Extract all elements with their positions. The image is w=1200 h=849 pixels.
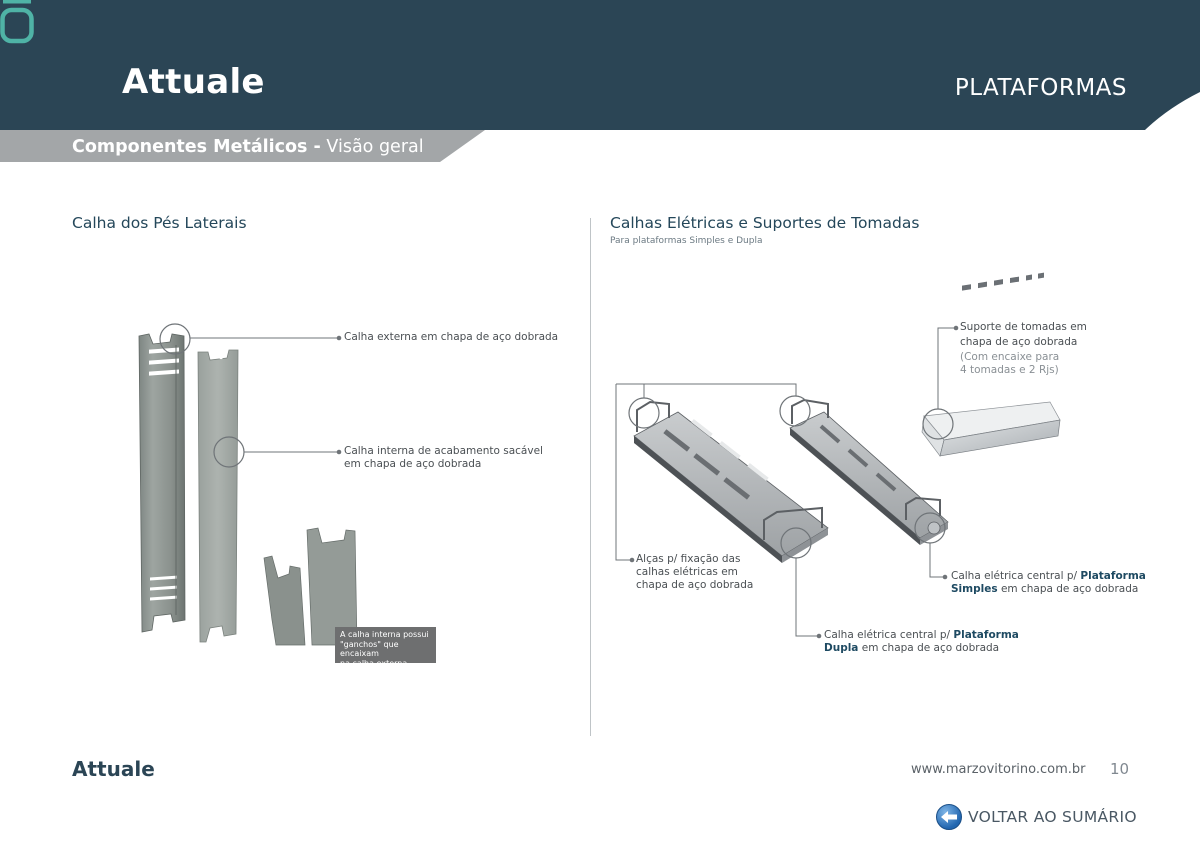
arrow-left-icon: [936, 804, 962, 830]
hook-detail-illustration: [263, 503, 358, 646]
callout-socket-support: Suporte de tomadas em chapa de aço dobra…: [960, 321, 1087, 377]
right-column-title: Calhas Elétricas e Suportes de Tomadas: [610, 214, 920, 232]
page-subtitle: Componentes Metálicos - Visão geral: [72, 137, 424, 157]
double-pre: Calha elétrica central p/: [824, 629, 951, 641]
socket-line-1: Suporte de tomadas em: [960, 321, 1087, 333]
simple-tray-illustration: [789, 398, 949, 545]
socket-line-2: chapa de aço dobrada: [960, 336, 1078, 348]
double-highlight-2: Dupla: [824, 642, 859, 654]
callout-inner-line-1: Calha interna de acabamento sacável: [344, 445, 543, 457]
note-line-1: A calha interna possui: [340, 630, 429, 639]
note-line-3: na calha externa .: [340, 658, 413, 668]
double-tray-illustration: [633, 400, 829, 563]
simple-pre: Calha elétrica central p/: [951, 570, 1078, 582]
simple-highlight-2: Simples: [951, 583, 998, 595]
double-post: em chapa de aço dobrada: [861, 642, 1000, 654]
socket-line-3: (Com encaixe para: [960, 351, 1060, 363]
simple-highlight-1: Plataforma: [1080, 570, 1146, 582]
page-header: Attuale PLATAFORMAS Componentes Metálico…: [0, 0, 1200, 162]
subtitle-light: Visão geral: [326, 137, 424, 157]
inner-channel-illustration: [197, 349, 239, 643]
column-divider: [590, 218, 591, 736]
handles-line-1: Alças p/ fixação das: [636, 553, 741, 565]
double-highlight-1: Plataforma: [953, 629, 1019, 641]
footer-url[interactable]: www.marzovitorino.com.br: [911, 762, 1086, 777]
note-line-2: "ganchos" que encaixam: [340, 639, 399, 659]
page-number: 10: [1110, 760, 1130, 778]
hook-note: A calha interna possui "ganchos" que enc…: [335, 627, 436, 668]
header-background: [0, 0, 1200, 162]
attuale-logo-icon: [0, 0, 34, 44]
handles-line-2: calhas elétricas em: [636, 566, 738, 578]
socket-line-4: 4 tomadas e 2 Rjs): [960, 364, 1059, 376]
outer-channel-illustration: [138, 333, 186, 633]
handles-line-3: chapa de aço dobrada: [636, 579, 754, 591]
simple-post: em chapa de aço dobrada: [1000, 583, 1139, 595]
section-title: PLATAFORMAS: [954, 75, 1127, 101]
callout-inner-channel: Calha interna de acabamento sacável em c…: [344, 445, 543, 471]
callout-handles: Alças p/ fixação das calhas elétricas em…: [636, 553, 753, 592]
callout-outer-text: Calha externa em chapa de aço dobrada: [344, 331, 559, 343]
socket-support-illustration: [921, 272, 1061, 457]
callout-double-tray: Calha elétrica central p/ Plataforma Dup…: [824, 629, 1019, 655]
back-to-summary-button[interactable]: VOLTAR AO SUMÁRIO: [936, 803, 1137, 831]
brand-name: Attuale: [122, 62, 265, 102]
callout-simple-tray: Calha elétrica central p/ Plataforma Sim…: [951, 570, 1146, 596]
callout-outer-channel: Calha externa em chapa de aço dobrada: [344, 331, 558, 344]
footer-brand: Attuale: [72, 757, 155, 781]
back-to-summary-label: VOLTAR AO SUMÁRIO: [968, 808, 1137, 826]
left-column-title: Calha dos Pés Laterais: [72, 214, 247, 232]
callout-inner-line-2: em chapa de aço dobrada: [344, 458, 482, 470]
right-column-subtitle: Para plataformas Simples e Dupla: [610, 236, 763, 246]
subtitle-strong: Componentes Metálicos -: [72, 137, 321, 157]
